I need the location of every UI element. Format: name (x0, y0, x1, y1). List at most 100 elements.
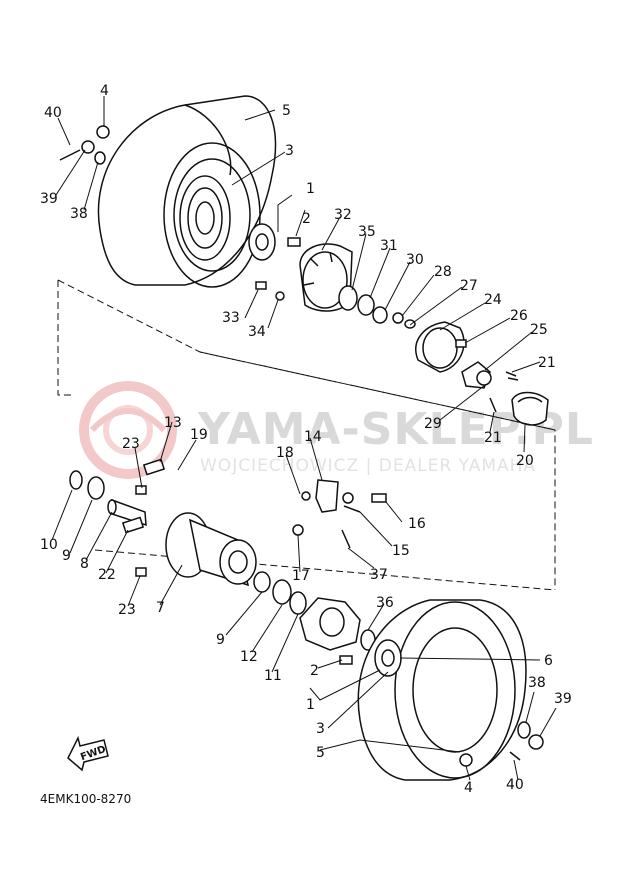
axle-screw-23a (135, 485, 147, 495)
bottom-hub-bolt (339, 655, 353, 665)
callout-label: 20 (516, 453, 534, 469)
lever-spring-15 (343, 505, 361, 513)
top-hub-bolt (287, 237, 301, 247)
callout-label: 16 (408, 516, 426, 532)
fwd-arrow-icon: FWD (67, 735, 109, 772)
axle-group (69, 458, 387, 651)
lever-bolt-16 (371, 493, 387, 503)
callout-label: 25 (530, 322, 548, 338)
callout-label: 32 (334, 207, 352, 223)
top-hub (248, 223, 276, 261)
lever-spring-37 (341, 529, 351, 549)
brake-small-parts (255, 281, 285, 301)
axle-bearing-9 (87, 476, 105, 500)
lever-nut-17 (292, 524, 304, 536)
brake-plate (461, 361, 492, 389)
callout-label: 40 (44, 105, 62, 121)
callout-label: 38 (528, 675, 546, 691)
bearing-12 (272, 579, 292, 605)
callout-label: 27 (460, 278, 478, 294)
callout-label: 12 (240, 649, 258, 665)
callout-label: 4 (464, 780, 473, 796)
brake-group (255, 243, 549, 426)
brake-lever-14 (315, 479, 354, 513)
callout-label: 5 (282, 103, 291, 119)
brake-washer (404, 319, 416, 329)
callout-label: 13 (164, 415, 182, 431)
bearing-11 (289, 591, 307, 615)
brake-bearing (357, 294, 375, 316)
callout-label: 19 (190, 427, 208, 443)
callout-label: 11 (264, 668, 282, 684)
callout-label: 39 (40, 191, 58, 207)
callout-label: 15 (392, 543, 410, 559)
callout-label: 8 (80, 556, 89, 572)
bearing-9b (253, 571, 271, 593)
callout-label: 33 (222, 310, 240, 326)
callout-label: 2 (302, 211, 311, 227)
axle-seal-10 (69, 470, 83, 490)
callout-label: 22 (98, 567, 116, 583)
top-rim (179, 175, 231, 261)
callout-label: 21 (538, 355, 556, 371)
brake-nut (392, 312, 404, 324)
watermark-logo (79, 381, 177, 479)
callout-label: 28 (434, 264, 452, 280)
brake-drum (415, 321, 465, 373)
callout-label: 9 (62, 548, 71, 564)
axle-bolt-22 (121, 516, 145, 534)
callout-label: 9 (216, 632, 225, 648)
callout-label: 21 (484, 430, 502, 446)
axle-screw-23b (135, 567, 147, 577)
brake-spring-bottom (489, 397, 497, 413)
callout-label: 23 (122, 436, 140, 452)
callout-label: 26 (510, 308, 528, 324)
watermark-tagline: WOJCIECHOWICZ | DEALER YAMAHA (200, 456, 536, 476)
callout-label: 4 (100, 83, 109, 99)
callout-label: 5 (316, 745, 325, 761)
bottom-washer-38 (517, 721, 531, 739)
top-nuts (59, 125, 110, 165)
bottom-nut-39 (528, 734, 544, 750)
gear-housing (299, 597, 361, 651)
brake-seal (338, 285, 358, 311)
callout-label: 34 (248, 324, 266, 340)
axle-bolt-13 (142, 458, 166, 476)
callout-label: 7 (156, 600, 165, 616)
callout-label: 30 (406, 252, 424, 268)
lever-clip-18 (301, 491, 311, 501)
diagram-code: 4EMK100-8270 (40, 792, 131, 806)
callout-label: 1 (306, 697, 315, 713)
bottom-nut-4 (459, 753, 473, 767)
callout-label: 37 (370, 567, 388, 583)
callout-label: 3 (285, 143, 294, 159)
callout-label: 3 (316, 721, 325, 737)
bottom-tire (357, 599, 527, 781)
callout-label: 10 (40, 537, 58, 553)
callout-label: 35 (358, 224, 376, 240)
top-wheel-assembly (59, 95, 301, 288)
bottom-pin-40 (509, 751, 521, 761)
callout-label: 39 (554, 691, 572, 707)
callout-label: 2 (310, 663, 319, 679)
bottom-wheel-assembly (339, 599, 544, 781)
callout-label: 17 (292, 568, 310, 584)
callout-label: 6 (544, 653, 553, 669)
callout-label: 14 (304, 429, 322, 445)
callout-label: 38 (70, 206, 88, 222)
callout-label: 36 (376, 595, 394, 611)
brake-shoes (511, 391, 549, 426)
callout-label: 29 (424, 416, 442, 432)
callout-label: 31 (380, 238, 398, 254)
leader-lines (51, 96, 557, 781)
callout-label: 40 (506, 777, 524, 793)
brake-spring-top (505, 371, 519, 381)
callout-label: 24 (484, 292, 502, 308)
callout-label: 18 (276, 445, 294, 461)
brake-ring (372, 306, 388, 324)
callout-labels: 40 4 5 3 39 38 1 2 32 35 31 30 28 27 24 … (40, 83, 572, 796)
assembly-outline (57, 279, 556, 591)
axle-housing-7 (165, 512, 257, 587)
callout-label: 23 (118, 602, 136, 618)
